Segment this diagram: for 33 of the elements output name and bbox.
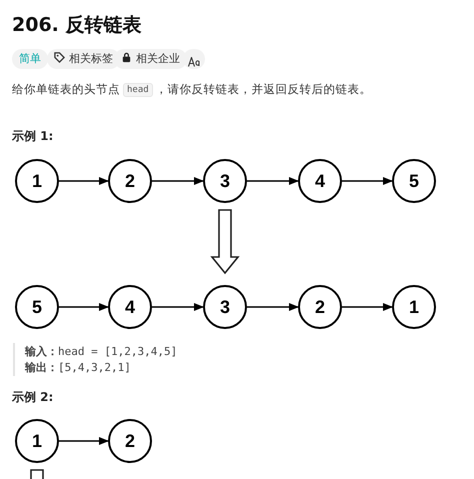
example-output-text: 输出：[5,4,3,2,1] xyxy=(25,360,131,375)
arrow xyxy=(342,177,393,185)
difficulty-tag: 简单 xyxy=(12,49,48,69)
list-node-circle: 5 xyxy=(392,159,436,203)
arrow xyxy=(152,303,204,311)
arrow xyxy=(59,437,109,445)
tag-label: 相关企业 xyxy=(136,52,180,65)
list-node-circle: 4 xyxy=(108,285,152,329)
inline-code: head xyxy=(123,82,153,96)
list-node-circle: 2 xyxy=(298,285,342,329)
list-node-circle: 4 xyxy=(298,159,342,203)
arrow xyxy=(152,177,204,185)
arrow xyxy=(247,303,299,311)
list-node-circle: 1 xyxy=(15,159,59,203)
description-text: ，请你反转链表，并返回反转后的链表。 xyxy=(156,82,372,97)
page-title: 206. 反转链表 xyxy=(12,13,142,38)
arrow xyxy=(59,303,109,311)
list-node-circle: 3 xyxy=(203,285,247,329)
arrow xyxy=(342,303,393,311)
example-input-text: 输入：head = [1,2,3,4,5] xyxy=(25,344,178,359)
list-node-circle: 3 xyxy=(203,159,247,203)
list-node-circle: 2 xyxy=(108,159,152,203)
example-heading: 示例 1: xyxy=(12,128,54,145)
example-heading: 示例 2: xyxy=(12,389,54,406)
list-node-circle: 1 xyxy=(392,285,436,329)
description-text: 给你单链表的头节点 xyxy=(12,82,120,97)
block-arrow xyxy=(210,209,240,274)
tag-label: 相关标签 xyxy=(69,52,113,65)
arrow xyxy=(59,177,109,185)
arrow xyxy=(247,177,299,185)
list-node-circle: 5 xyxy=(15,285,59,329)
list-node-circle: 2 xyxy=(108,419,152,463)
list-node-circle: 1 xyxy=(15,419,59,463)
